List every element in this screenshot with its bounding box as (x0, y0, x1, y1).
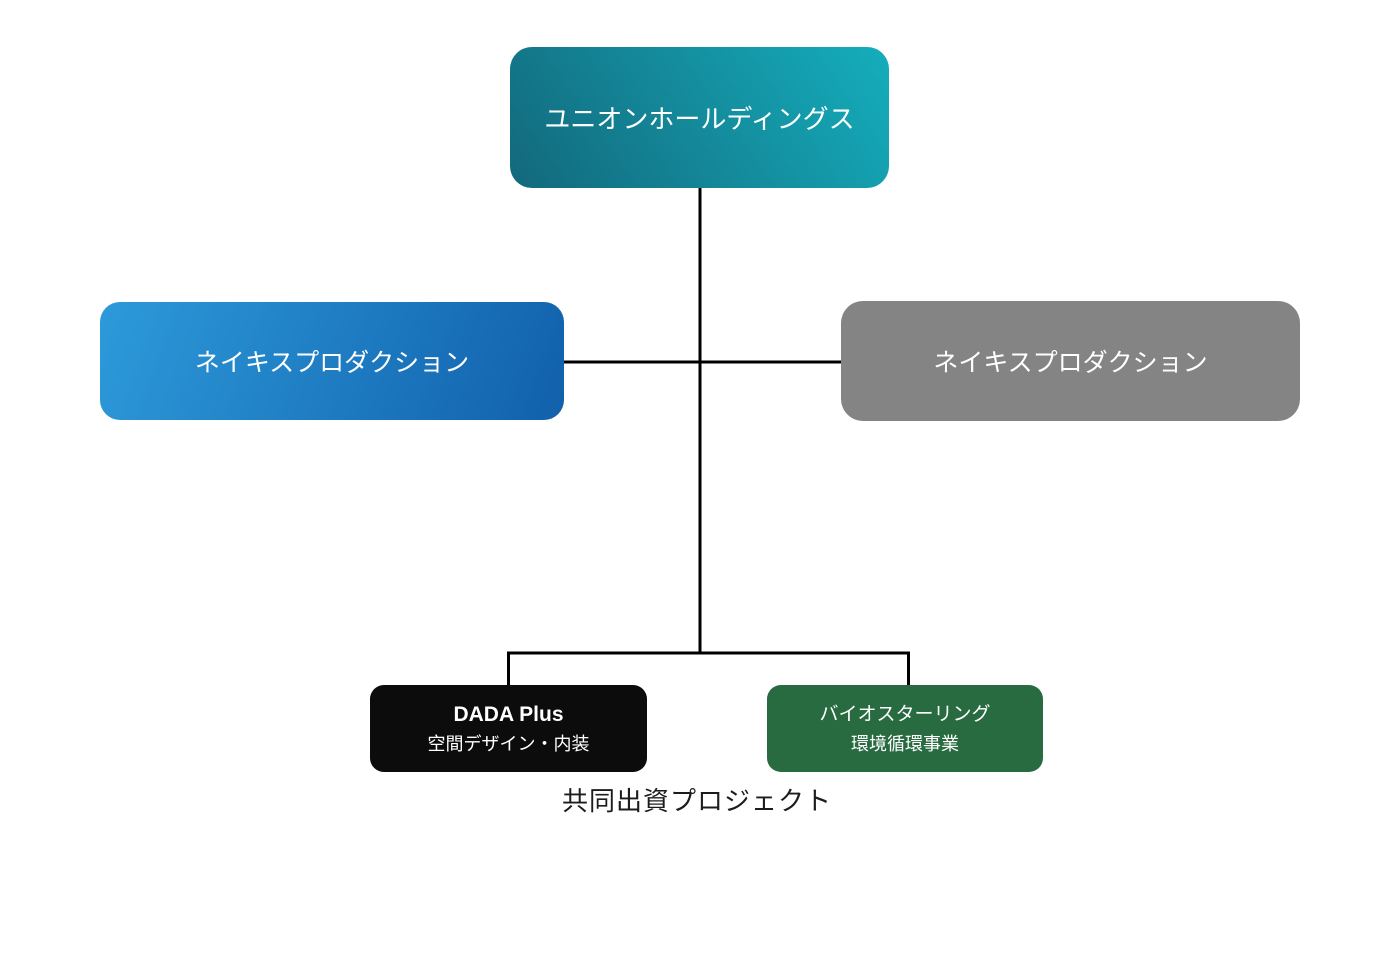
org-node-right-label: ネイキスプロダクション (933, 349, 1208, 377)
org-node-left-label: ネイキスプロダクション (194, 349, 470, 377)
joint-venture-caption: 共同出資プロジェクト (561, 786, 832, 816)
org-node-root: ユニオンホールディングス (510, 47, 889, 188)
org-node-left: ネイキスプロダクション (100, 302, 564, 420)
org-node-right: ネイキスプロダクション (841, 301, 1300, 421)
org-node-bottom-left-subtitle: 空間デザイン・内装 (427, 734, 590, 754)
org-node-bottom-left: DADA Plus 空間デザイン・内装 (370, 685, 647, 772)
org-node-bottom-right-title: バイオスターリング (819, 704, 991, 725)
org-node-bottom-left-title: DADA Plus (453, 703, 564, 726)
org-node-root-label: ユニオンホールディングス (544, 104, 855, 134)
org-node-bottom-right: バイオスターリング 環境循環事業 (767, 685, 1043, 772)
org-node-bottom-right-subtitle: 環境循環事業 (851, 734, 959, 754)
